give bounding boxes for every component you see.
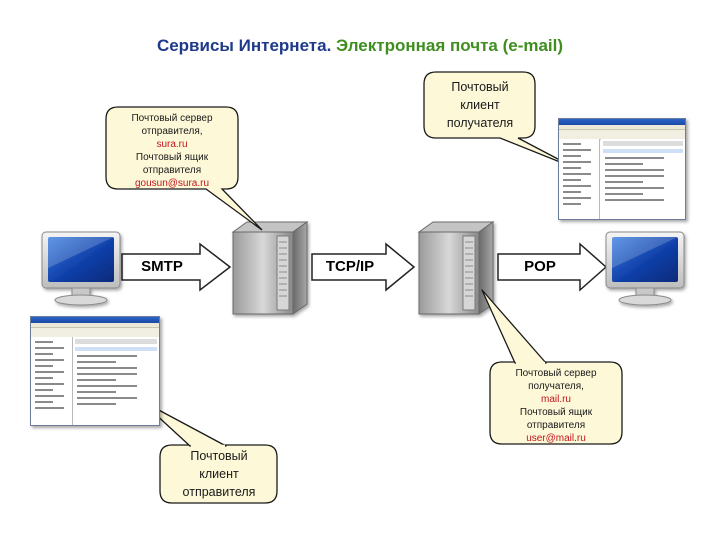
sender-monitor-icon	[41, 231, 121, 306]
tcpip-label: TCP/IP	[325, 258, 375, 275]
receiver-mail-client-window-icon	[558, 118, 686, 220]
pop-arrow	[497, 242, 608, 292]
sender-server-line4: Почтовый ящик	[135, 152, 209, 163]
sender-server-callout: Почтовый сервер отправителя, sura.ru Поч…	[108, 112, 236, 190]
receiver-server-email: user@mail.ru	[526, 433, 586, 444]
sender-server-line2: отправителя,	[141, 126, 203, 137]
receiver-client-callout-bubble	[423, 71, 576, 169]
receiver-client-callout: Почтовый клиент получателя	[426, 78, 534, 132]
sender-server-callout-bubble	[105, 106, 263, 231]
sender-client-line3: отправителя	[182, 485, 256, 499]
receiver-client-line3: получателя	[446, 116, 514, 130]
sender-client-line1: Почтовый	[190, 449, 248, 463]
receiver-monitor-icon	[605, 231, 685, 306]
receiver-server-domain: mail.ru	[540, 394, 571, 405]
sender-mail-client-window-icon	[30, 316, 160, 426]
receiver-client-line1: Почтовый	[451, 80, 509, 94]
sender-server-email: gousun@sura.ru	[134, 178, 210, 189]
sender-server-domain: sura.ru	[156, 139, 188, 150]
smtp-arrow	[121, 242, 232, 292]
pop-label: POP	[524, 258, 556, 275]
smtp-label: SMTP	[141, 258, 183, 275]
receiver-server-line2: получателя,	[528, 381, 584, 392]
sender-client-callout-bubble	[139, 399, 278, 504]
receiver-server-line4: Почтовый ящик	[519, 407, 593, 418]
receiver-server-line1: Почтовый сервер	[515, 368, 597, 379]
receiver-server-callout: Почтовый сервер получателя, mail.ru Почт…	[492, 367, 620, 445]
tcpip-arrow	[311, 242, 416, 292]
receiver-client-line2: клиент	[460, 98, 500, 112]
receiver-server-callout-bubble	[481, 289, 623, 445]
receiver-server-line5: отправителя	[526, 420, 586, 431]
receiver-server-icon	[417, 221, 495, 315]
sender-client-line2: клиент	[199, 467, 239, 481]
sender-server-icon	[231, 221, 309, 315]
title-part-services: Сервисы Интернета.	[156, 36, 332, 55]
sender-server-line1: Почтовый сервер	[131, 113, 213, 124]
title-part-email: Электронная почта (e-mail)	[336, 36, 564, 55]
sender-client-callout: Почтовый клиент отправителя	[162, 447, 276, 501]
page-title: Сервисы Интернета. Электронная почта (e-…	[0, 36, 720, 56]
sender-server-line5: отправителя	[142, 165, 202, 176]
